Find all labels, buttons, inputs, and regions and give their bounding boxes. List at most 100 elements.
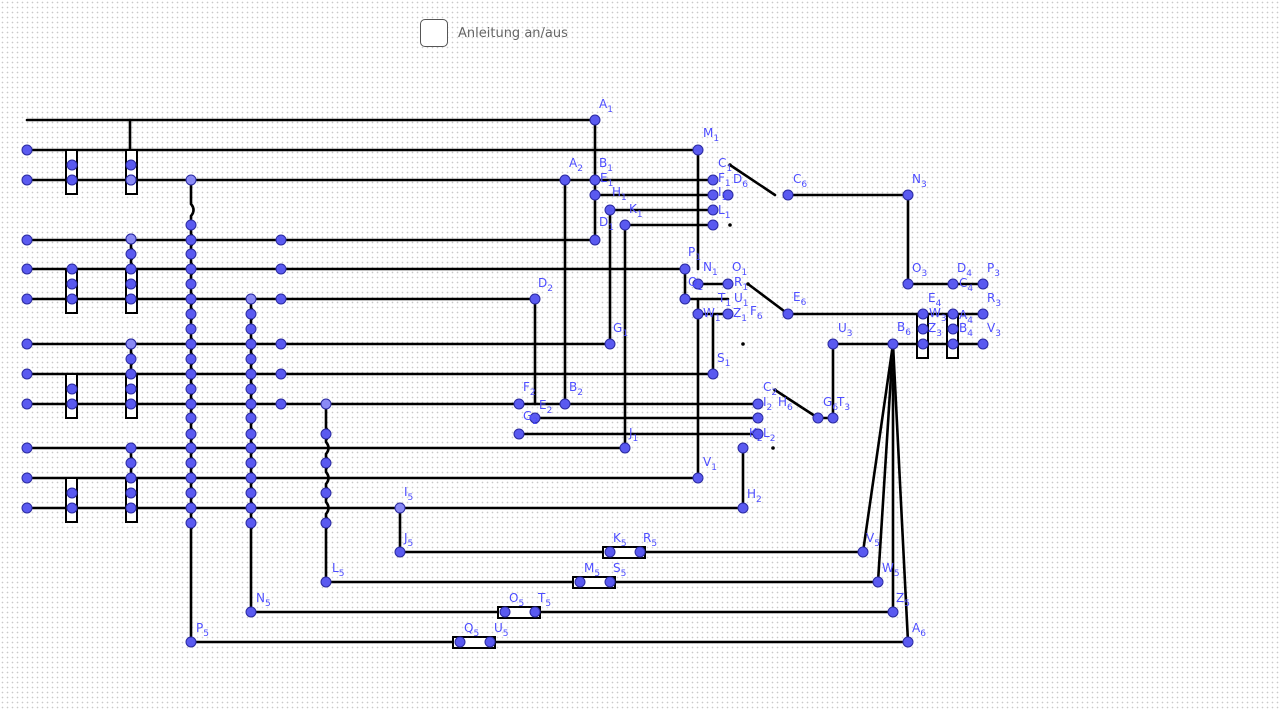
point <box>589 114 601 126</box>
connector-box <box>65 477 78 523</box>
point-label-o1: O1 <box>732 260 747 278</box>
point <box>21 263 33 275</box>
point <box>872 576 884 588</box>
point <box>125 293 137 305</box>
point <box>604 546 616 558</box>
point <box>125 398 137 410</box>
point <box>619 219 631 231</box>
point-label-v1: V1 <box>703 455 717 473</box>
point <box>245 323 257 335</box>
point <box>66 278 78 290</box>
point <box>454 636 466 648</box>
point <box>917 308 929 320</box>
point <box>320 428 332 440</box>
point <box>977 338 989 350</box>
wire <box>773 388 820 420</box>
point <box>619 442 631 454</box>
point-label-b4: B4 <box>959 321 973 339</box>
point-label-n3: N3 <box>912 172 927 190</box>
wire <box>876 342 895 584</box>
point <box>125 174 137 186</box>
point <box>185 487 197 499</box>
point <box>320 487 332 499</box>
instructions-toggle[interactable]: Anleitung an/aus <box>420 19 568 47</box>
point-label-d2: D2 <box>538 276 553 294</box>
point <box>722 278 734 290</box>
point <box>604 204 616 216</box>
point <box>125 502 137 514</box>
point <box>125 263 137 275</box>
point <box>737 502 749 514</box>
point <box>707 368 719 380</box>
point <box>21 368 33 380</box>
point-label-h6: H6 <box>778 395 793 413</box>
point-label-z3: Z3 <box>928 321 942 339</box>
point <box>21 442 33 454</box>
point <box>125 159 137 171</box>
point-label-g1: G1 <box>613 321 628 339</box>
point <box>185 428 197 440</box>
point-label-p3: P3 <box>987 261 1000 279</box>
point-label-c1: C1 <box>718 156 732 174</box>
point <box>574 576 586 588</box>
point <box>707 204 719 216</box>
instructions-checkbox[interactable] <box>420 19 448 47</box>
point <box>275 338 287 350</box>
point-label-l2: L2 <box>763 426 775 444</box>
connector-box <box>946 313 959 359</box>
point <box>902 278 914 290</box>
point-label-m5: M5 <box>584 561 600 579</box>
point <box>887 606 899 618</box>
point <box>21 338 33 350</box>
point <box>275 234 287 246</box>
wire <box>189 178 195 644</box>
point <box>857 546 869 558</box>
point-label-i5: I5 <box>404 485 413 503</box>
switch-dot <box>728 163 732 167</box>
point-label-q1: Q1 <box>688 275 703 293</box>
point <box>185 398 197 410</box>
point-label-g6: G6 <box>823 395 838 413</box>
point <box>66 487 78 499</box>
point-label-z1: Z1 <box>733 306 747 324</box>
point <box>707 189 719 201</box>
point <box>513 398 525 410</box>
point <box>21 144 33 156</box>
point <box>692 308 704 320</box>
point <box>245 293 257 305</box>
point <box>125 487 137 499</box>
point <box>245 308 257 320</box>
point <box>185 338 197 350</box>
point-label-f2: F2 <box>523 380 536 398</box>
point <box>604 338 616 350</box>
point <box>185 248 197 260</box>
point <box>977 278 989 290</box>
point-label-n1: N1 <box>703 260 718 278</box>
point <box>245 457 257 469</box>
point <box>692 278 704 290</box>
point-label-i1: I1 <box>718 185 727 203</box>
point-label-j1: J1 <box>628 426 638 444</box>
point-label-l1: L1 <box>718 203 730 221</box>
point <box>185 383 197 395</box>
point <box>185 323 197 335</box>
point <box>245 502 257 514</box>
point <box>245 383 257 395</box>
point <box>513 428 525 440</box>
point-label-r5: R5 <box>643 531 657 549</box>
point <box>185 293 197 305</box>
point <box>245 412 257 424</box>
point <box>947 338 959 350</box>
point <box>185 412 197 424</box>
point <box>21 234 33 246</box>
point <box>722 189 734 201</box>
point <box>245 487 257 499</box>
point <box>185 353 197 365</box>
point-label-w1: W1 <box>703 306 721 324</box>
point <box>752 428 764 440</box>
switch-dot <box>773 388 777 392</box>
wire <box>324 402 330 584</box>
point-label-e1: E1 <box>600 171 613 189</box>
point <box>245 442 257 454</box>
point-label-w5: W5 <box>882 561 900 579</box>
